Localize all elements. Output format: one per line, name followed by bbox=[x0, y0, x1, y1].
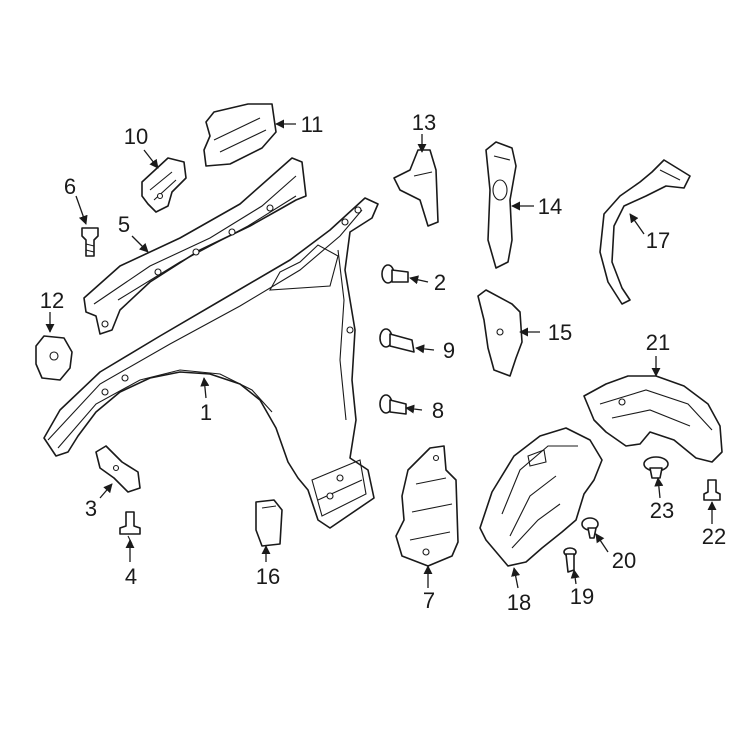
part-panel-14 bbox=[485, 141, 517, 269]
callout-5: 5 bbox=[118, 212, 130, 237]
part-bracket-11 bbox=[203, 103, 277, 167]
part-fender bbox=[43, 197, 379, 529]
part-upper-rail bbox=[83, 157, 307, 335]
part-bolt-4 bbox=[119, 511, 141, 545]
leader-8 bbox=[405, 404, 423, 414]
part-bolt-22 bbox=[703, 479, 721, 501]
callout-17: 17 bbox=[646, 228, 670, 253]
part-screw-9 bbox=[379, 328, 415, 353]
callout-11: 11 bbox=[301, 112, 324, 137]
leader-23 bbox=[654, 477, 664, 499]
part-clip-20 bbox=[581, 517, 599, 539]
callout-15: 15 bbox=[548, 320, 572, 345]
part-pad-16 bbox=[255, 499, 283, 547]
part-bracket-13 bbox=[393, 149, 439, 227]
callout-7: 7 bbox=[423, 588, 435, 613]
callout-1: 1 bbox=[200, 400, 212, 425]
leader-3 bbox=[99, 483, 113, 499]
leader-2 bbox=[409, 275, 429, 285]
callout-3: 3 bbox=[85, 496, 97, 521]
part-clip-23 bbox=[643, 456, 669, 479]
callout-4: 4 bbox=[125, 564, 137, 589]
callout-13: 13 bbox=[412, 110, 436, 135]
callout-18: 18 bbox=[507, 590, 531, 615]
callout-labels: 1 2 3 4 5 6 7 8 9 10 11 12 13 14 15 16 1… bbox=[40, 110, 726, 615]
callout-9: 9 bbox=[443, 338, 455, 363]
leader-10 bbox=[143, 149, 159, 169]
callout-23: 23 bbox=[650, 498, 674, 523]
callout-14: 14 bbox=[538, 194, 562, 219]
part-screw-8 bbox=[379, 394, 407, 415]
callout-21: 21 bbox=[646, 330, 670, 355]
callout-10: 10 bbox=[124, 124, 148, 149]
leader-lines bbox=[45, 119, 717, 589]
callout-6: 6 bbox=[64, 174, 76, 199]
leader-18 bbox=[511, 567, 521, 589]
leader-17 bbox=[629, 213, 645, 235]
part-clip-12 bbox=[35, 335, 73, 381]
part-bracket-7 bbox=[395, 445, 459, 567]
part-bolt-6 bbox=[81, 227, 99, 257]
leader-5 bbox=[131, 235, 149, 253]
part-screw-2 bbox=[381, 264, 409, 284]
callout-2: 2 bbox=[434, 270, 446, 295]
leader-6 bbox=[75, 195, 88, 225]
callout-8: 8 bbox=[432, 398, 444, 423]
callout-20: 20 bbox=[612, 548, 636, 573]
part-liner-18 bbox=[479, 427, 603, 567]
part-liner-21 bbox=[583, 375, 723, 463]
leader-19 bbox=[570, 569, 580, 585]
part-screw-19 bbox=[563, 547, 577, 573]
callout-19: 19 bbox=[570, 584, 594, 609]
callout-16: 16 bbox=[256, 564, 280, 589]
callout-22: 22 bbox=[702, 524, 726, 549]
leader-20 bbox=[595, 533, 609, 553]
leader-1 bbox=[200, 377, 210, 399]
part-bracket-10 bbox=[141, 157, 187, 213]
part-panel-15 bbox=[477, 289, 523, 377]
part-bracket-3 bbox=[95, 445, 141, 493]
callout-12: 12 bbox=[40, 288, 64, 313]
part-strap-17 bbox=[599, 159, 691, 305]
leader-9 bbox=[415, 344, 435, 354]
